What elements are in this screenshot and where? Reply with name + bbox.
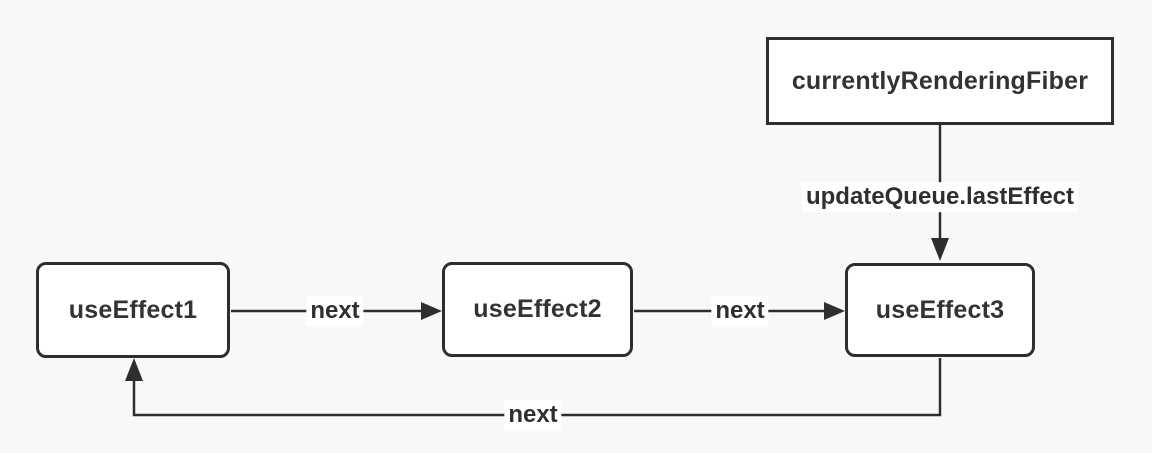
- edge-label-next-3: next: [504, 400, 562, 430]
- node-currently-rendering-fiber: currentlyRenderingFiber: [766, 37, 1114, 125]
- node-label: useEffect2: [473, 295, 602, 323]
- node-use-effect-1: useEffect1: [36, 262, 230, 358]
- arrowhead-right-icon: [824, 302, 845, 320]
- arrowhead-down-icon: [931, 238, 949, 261]
- node-label: useEffect3: [875, 295, 1005, 324]
- edge-label-next-2: next: [711, 296, 769, 326]
- edge-label-next-1: next: [306, 296, 364, 326]
- edge-label-update-queue-last-effect: updateQueue.lastEffect: [801, 182, 1079, 212]
- node-label: useEffect1: [68, 295, 198, 324]
- arrowhead-up-icon: [125, 358, 143, 381]
- node-use-effect-2: useEffect2: [442, 262, 633, 357]
- node-label: currentlyRenderingFiber: [791, 66, 1089, 95]
- node-use-effect-3: useEffect3: [845, 263, 1035, 357]
- arrowhead-right-icon: [421, 302, 442, 320]
